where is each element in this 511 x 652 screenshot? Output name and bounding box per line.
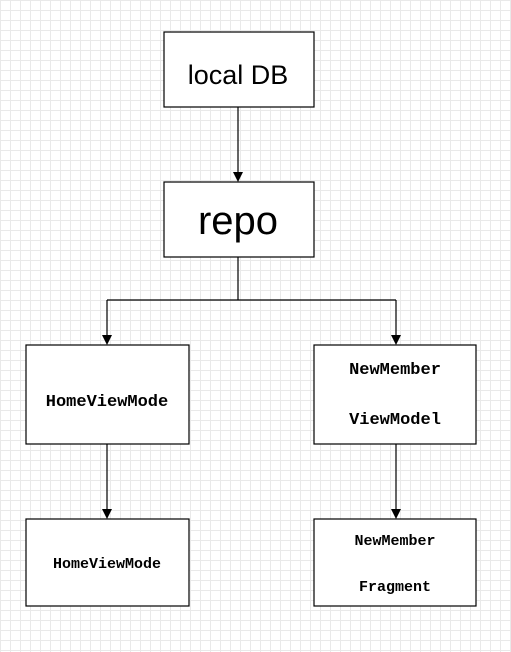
node-home-view-mode-bottom: HomeViewMode: [25, 518, 190, 607]
arrowhead-repo: [233, 172, 243, 182]
node-repo-label: repo: [198, 199, 278, 243]
node-local-db: local DB: [163, 31, 315, 108]
node-new-member-fragment-line2: Fragment: [359, 579, 431, 596]
arrowhead-fragment: [391, 509, 401, 519]
node-new-member-view-model: NewMember ViewModel: [313, 344, 477, 445]
node-local-db-label: local DB: [188, 60, 289, 90]
node-home-view-model-label: HomeViewMode: [46, 393, 168, 412]
arrowhead-homeviewmodel: [102, 335, 112, 345]
node-new-member-view-model-line2: ViewModel: [349, 411, 441, 430]
node-new-member-fragment: NewMember Fragment: [313, 518, 477, 607]
edges: [102, 107, 401, 519]
node-new-member-view-model-line1: NewMember: [349, 361, 441, 380]
arrowhead-home-bottom: [102, 509, 112, 519]
node-home-view-mode-bottom-label: HomeViewMode: [53, 556, 161, 573]
arrowhead-newmemberviewmodel: [391, 335, 401, 345]
node-home-view-model: HomeViewMode: [25, 344, 190, 445]
node-repo: repo: [163, 181, 315, 258]
node-new-member-fragment-line1: NewMember: [354, 533, 435, 550]
